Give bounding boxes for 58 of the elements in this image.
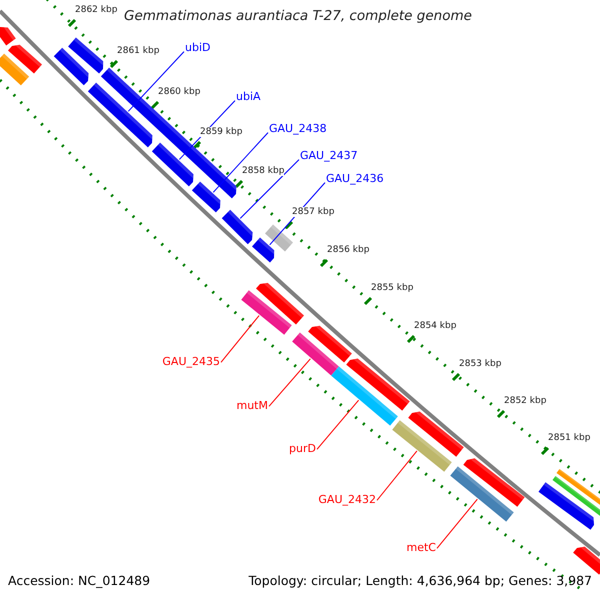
gene-feature	[222, 210, 254, 244]
gene-block	[0, 54, 30, 86]
leader-line	[128, 51, 184, 112]
leader-line	[316, 400, 360, 450]
leader-line	[240, 159, 300, 219]
gene-block	[552, 476, 600, 517]
gene-feature	[573, 545, 600, 575]
leader-line	[376, 450, 418, 501]
gene-block	[392, 420, 452, 472]
gene-feature	[54, 48, 90, 86]
gene-feature	[8, 44, 42, 74]
gene-label: GAU_2432	[318, 494, 376, 507]
scale-label: 2857 kbp	[292, 207, 334, 218]
gene-block	[241, 290, 292, 335]
gene-label: GAU_2438	[269, 123, 327, 136]
gene-label: ubiA	[236, 91, 261, 104]
leader-line	[436, 498, 478, 549]
gene-label: GAU_2436	[326, 173, 384, 186]
gene-label: purD	[289, 443, 316, 456]
leader-line	[212, 132, 268, 193]
leader-line	[220, 315, 260, 363]
gene-label: GAU_2435	[162, 356, 220, 369]
gene-feature	[68, 38, 105, 74]
title: Gemmatimonas aurantiaca T-27, complete genome	[124, 9, 472, 25]
genome-summary-text: Topology: circular; Length: 4,636,964 bp; Genes: 3,987	[248, 574, 592, 588]
gene-label: mutM	[236, 400, 268, 413]
leader-line	[268, 358, 311, 407]
gene-feature	[308, 324, 352, 362]
gene-feature	[0, 26, 16, 46]
scale-label: 2854 kbp	[414, 321, 456, 332]
accession-text: Accession: NC_012489	[8, 574, 150, 588]
scale-label: 2859 kbp	[200, 127, 242, 138]
gene-block	[292, 332, 339, 376]
scale-label: 2856 kbp	[327, 245, 370, 256]
gene-block	[556, 469, 600, 506]
gene-feature	[408, 410, 464, 457]
gene-block	[450, 466, 514, 522]
gene-label: GAU_2437	[300, 150, 358, 163]
gene-block	[265, 224, 293, 252]
gene-feature	[152, 142, 195, 186]
gene-block	[331, 366, 398, 426]
scale-label: 2858 kbp	[242, 166, 284, 176]
gene-feature	[346, 357, 410, 411]
scale-label: 2860 kbp	[158, 87, 200, 98]
scale-label: 2862 kbp	[75, 5, 118, 16]
gene-feature	[538, 482, 596, 530]
scale-label: 2851 kbp	[548, 433, 590, 444]
gene-label: ubiD	[185, 42, 210, 55]
gene-feature	[252, 238, 276, 262]
gene-feature	[88, 82, 154, 148]
scale-label: 2855 kbp	[371, 283, 414, 294]
gene-feature	[463, 457, 525, 507]
gene-feature	[192, 182, 222, 212]
gene-label: metC	[406, 542, 436, 555]
scale-label: 2853 kbp	[459, 359, 502, 370]
scale-label: 2852 kbp	[504, 396, 546, 406]
gene-feature	[256, 282, 304, 324]
scale-label: 2861 kbp	[117, 46, 160, 56]
